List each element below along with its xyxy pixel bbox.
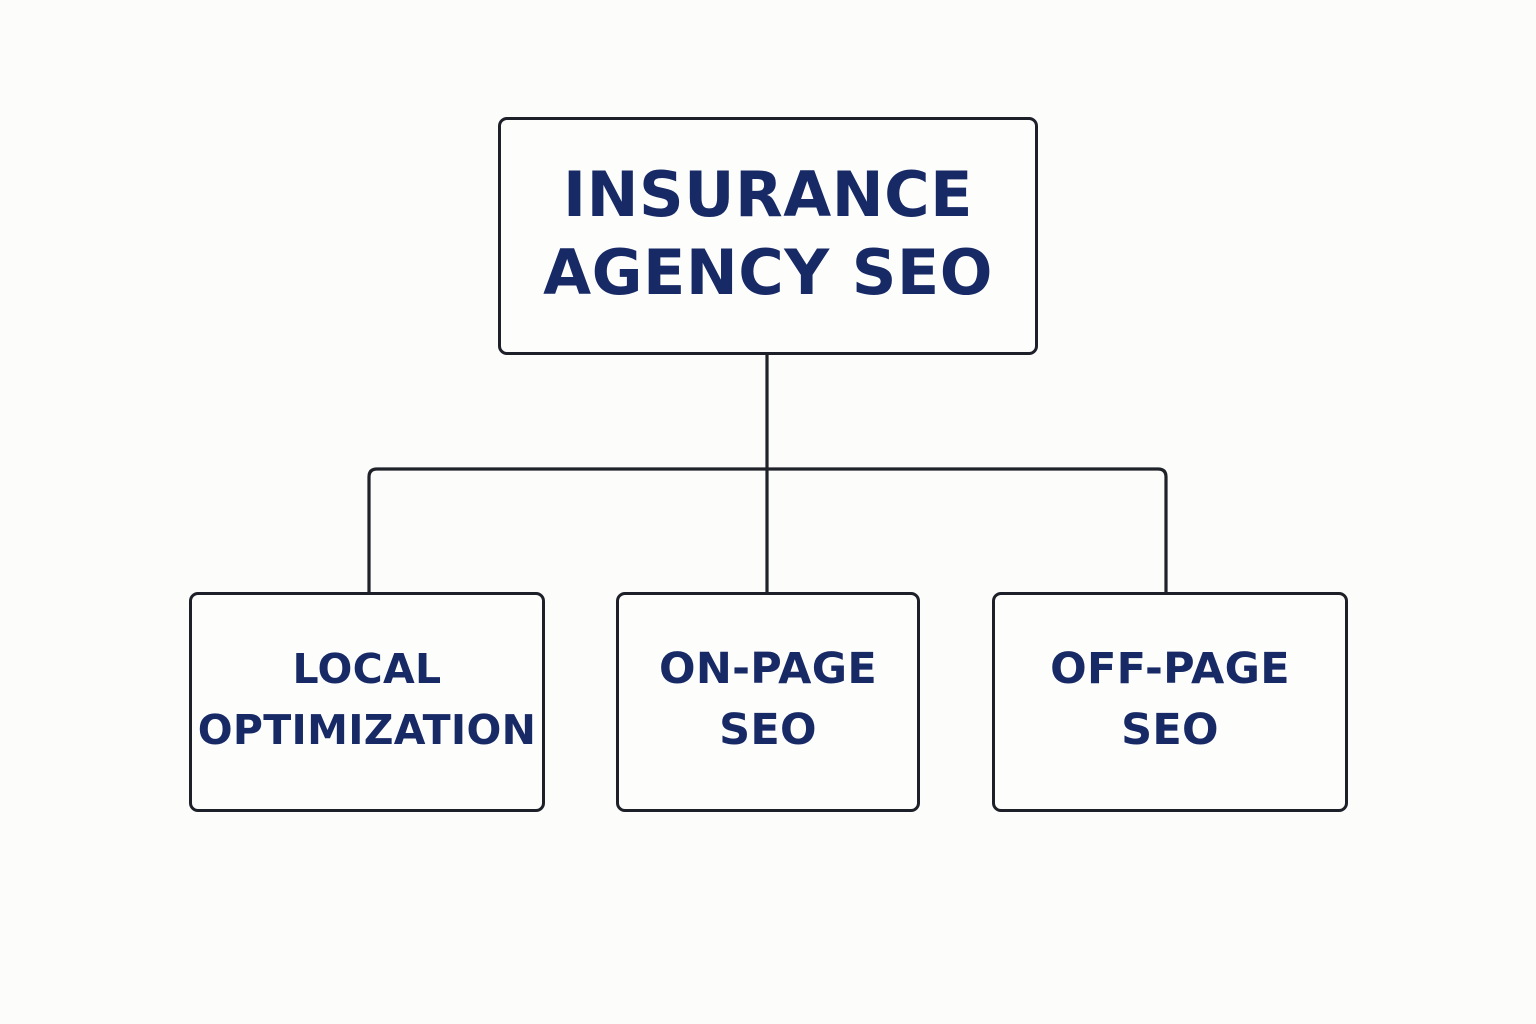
off-page-seo-label: OFF-PAGE SEO [1050, 644, 1290, 755]
child-node-local-optimization: LOCAL OPTIMIZATION [189, 592, 545, 812]
local-optimization-label: LOCAL OPTIMIZATION [197, 645, 537, 754]
horizontal-branch-connector [367, 467, 1168, 594]
child-node-on-page-seo: ON-PAGE SEO [616, 592, 920, 812]
root-node-label: INSURANCE AGENCY SEO [543, 158, 993, 309]
on-page-seo-label: ON-PAGE SEO [658, 644, 877, 755]
child-node-off-page-seo: OFF-PAGE SEO [992, 592, 1348, 812]
root-node-insurance-agency-seo: INSURANCE AGENCY SEO [498, 117, 1038, 355]
